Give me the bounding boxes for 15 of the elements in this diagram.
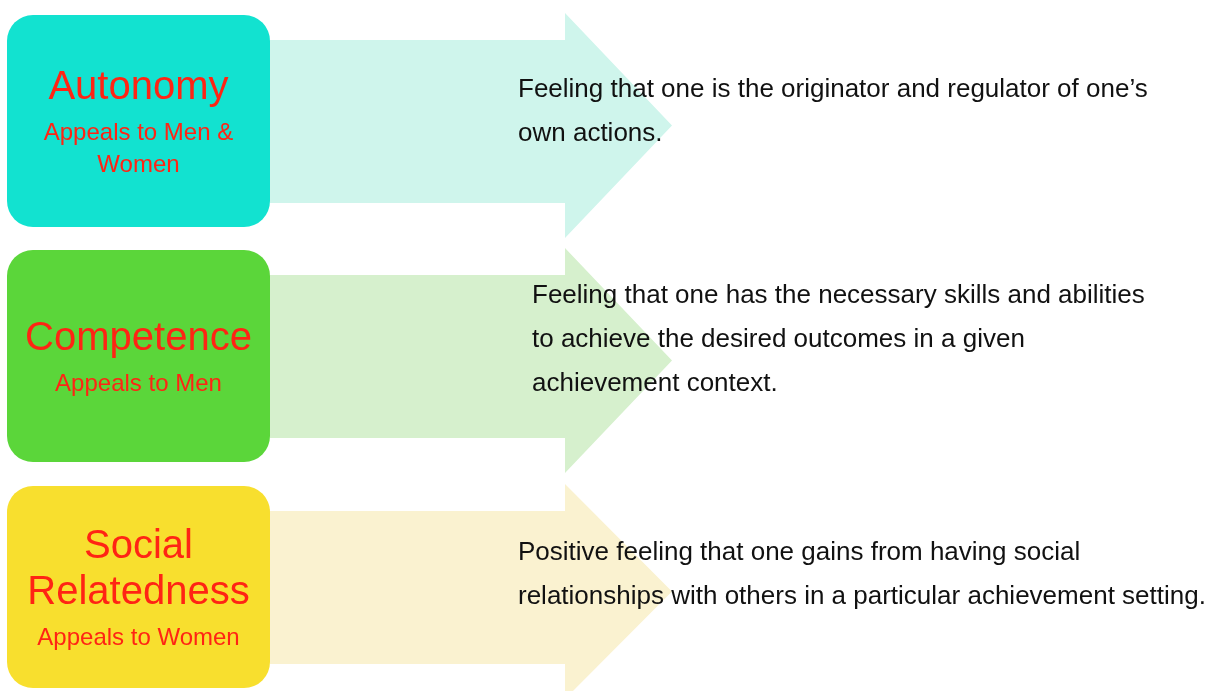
block-arrow xyxy=(270,13,672,238)
description-text: Feeling that one is the originator and regulator of one’s own actions. xyxy=(518,72,1149,149)
heading: Competence xyxy=(25,313,252,359)
block-arrow xyxy=(270,248,672,473)
description-text: Positive feeling that one gains from having social relationships with others in a particular achievement setting. xyxy=(518,535,1207,612)
subheading: Appeals to Men xyxy=(55,368,222,398)
rounded-box xyxy=(7,15,270,227)
rounded-box xyxy=(7,486,270,688)
subheading: Appeals to Women xyxy=(37,622,240,652)
block-arrow xyxy=(270,484,672,691)
rounded-box xyxy=(7,250,270,462)
description-text: Feeling that one has the necessary skills and abilities to achieve the desired outcomes in a given achievement context. xyxy=(532,278,1146,399)
heading: Autonomy xyxy=(48,62,229,108)
heading: Social Relatedness xyxy=(26,521,251,613)
subheading: Appeals to Men & Women xyxy=(42,117,235,179)
